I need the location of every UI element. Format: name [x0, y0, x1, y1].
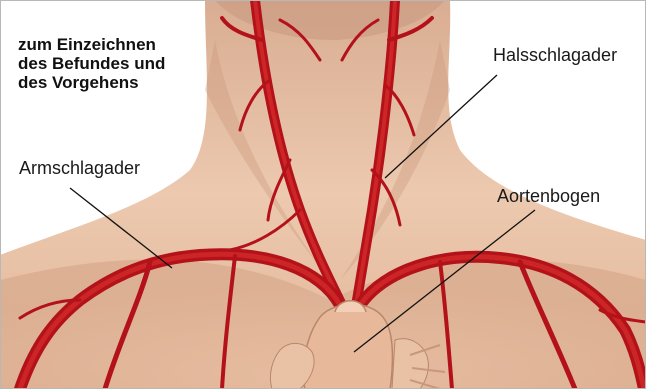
note-line-3: des Vorgehens: [18, 73, 203, 92]
label-armschlagader: Armschlagader: [19, 158, 140, 178]
note-line-2: des Befundes und: [18, 54, 203, 73]
label-aortenbogen: Aortenbogen: [497, 186, 600, 206]
note-line-1: zum Einzeichnen: [18, 35, 203, 54]
drawing-note: zum Einzeichnen des Befundes und des Vor…: [18, 35, 203, 92]
label-halsschlagader: Halsschlagader: [493, 45, 617, 65]
